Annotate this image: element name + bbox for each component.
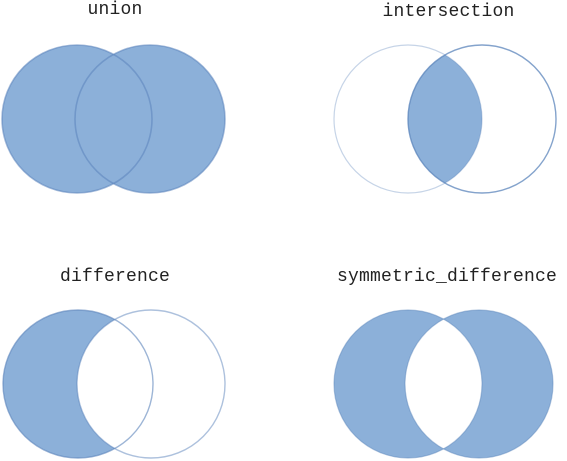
panel-symmetric-difference: symmetric_difference	[327, 265, 567, 461]
panel-difference: difference	[0, 265, 230, 461]
set-b-outline	[74, 44, 226, 194]
panel-title-symmetric-difference: symmetric_difference	[336, 267, 558, 287]
venn-intersection	[333, 44, 557, 194]
panel-intersection: intersection	[330, 0, 567, 200]
panel-title-union: union	[87, 0, 143, 20]
venn-difference	[2, 309, 226, 459]
intersection-region	[408, 45, 482, 193]
set-a-outline	[2, 309, 154, 459]
set-a-outline	[1, 44, 153, 194]
panel-title-difference: difference	[59, 267, 171, 287]
venn-union	[1, 44, 226, 194]
set-b-outline	[76, 309, 226, 459]
only-b-region	[405, 310, 553, 458]
panel-title-intersection: intersection	[382, 2, 515, 22]
set-a-outline	[333, 309, 483, 459]
difference-region	[3, 310, 153, 458]
venn-symmetric-difference	[333, 309, 554, 459]
set-b-region	[75, 45, 225, 193]
set-a-outline	[333, 44, 483, 194]
set-b-outline	[404, 309, 554, 459]
panel-union: union	[0, 0, 230, 200]
set-b-outline	[407, 44, 557, 194]
